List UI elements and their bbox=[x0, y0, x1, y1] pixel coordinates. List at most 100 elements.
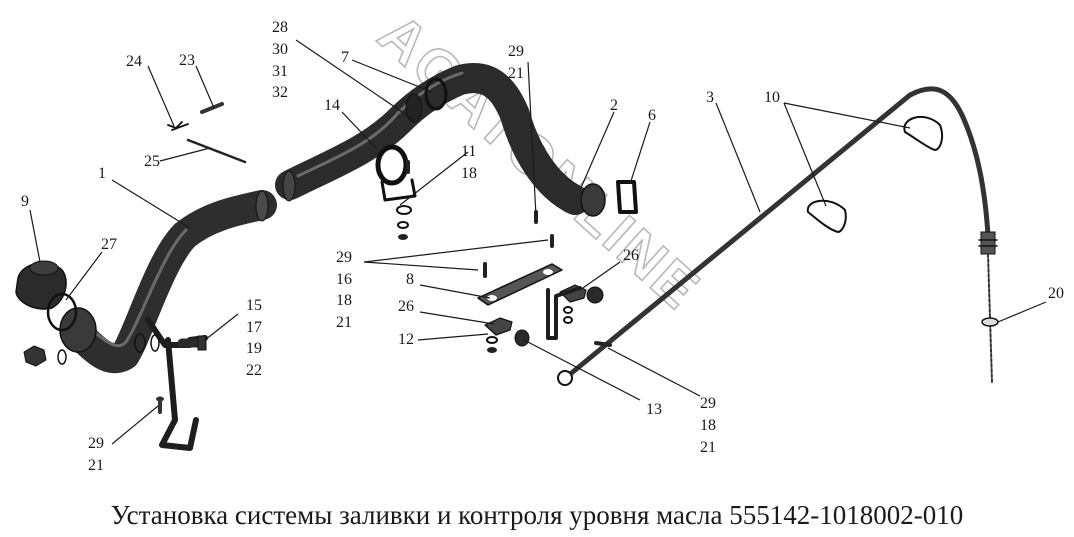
dipstick-tube-end bbox=[557, 370, 573, 386]
callout-29-lower-left: 29 bbox=[88, 435, 104, 452]
clamp-washer-2 bbox=[398, 234, 408, 240]
strap-part-25 bbox=[186, 138, 247, 164]
leader-24 bbox=[147, 65, 175, 127]
leader-29-mid-b bbox=[363, 239, 549, 263]
grommet-part-13 bbox=[514, 329, 530, 347]
callout-12: 12 bbox=[398, 331, 414, 348]
plate-part-8 bbox=[477, 263, 563, 306]
callout-20: 20 bbox=[1048, 285, 1064, 302]
leader-26-right bbox=[579, 261, 621, 291]
tube-clip-part-10-upper bbox=[903, 115, 944, 151]
dipstick-washer-part-20 bbox=[981, 317, 999, 327]
callout-16: 16 bbox=[336, 271, 352, 288]
plate-hole-1 bbox=[487, 295, 497, 301]
leader-13 bbox=[523, 339, 641, 401]
leader-lines bbox=[29, 39, 1047, 445]
callout-28: 28 bbox=[272, 19, 288, 36]
gasket-part-6 bbox=[616, 180, 638, 214]
pin-part-23 bbox=[200, 102, 224, 114]
clamp-washer-1 bbox=[397, 221, 409, 229]
callout-21-mid: 21 bbox=[336, 314, 352, 331]
leader-7 bbox=[351, 59, 433, 93]
pipe-clamp-part-11 bbox=[375, 144, 409, 186]
leader-2 bbox=[579, 111, 615, 191]
leader-9 bbox=[29, 209, 41, 263]
leader-15 bbox=[204, 313, 239, 341]
washer-12-a bbox=[486, 336, 498, 344]
leader-14 bbox=[341, 111, 379, 151]
callout-18-mid: 18 bbox=[336, 292, 352, 309]
elbow-outlet-part-2 bbox=[580, 183, 606, 217]
callout-29-lower-right: 29 bbox=[700, 395, 716, 412]
callout-9: 9 bbox=[21, 193, 29, 210]
callout-21-top: 21 bbox=[508, 65, 524, 82]
leader-29-mid-a bbox=[363, 261, 479, 271]
grommet-upper bbox=[586, 286, 604, 304]
clip-part-26-left bbox=[484, 317, 513, 336]
callout-24: 24 bbox=[126, 53, 142, 70]
callout-18-top: 18 bbox=[461, 165, 477, 182]
callout-1: 1 bbox=[98, 165, 106, 182]
bolt-29-lower-head bbox=[156, 396, 164, 402]
bolt-15-head bbox=[197, 335, 207, 351]
plate-hole-2 bbox=[543, 269, 553, 275]
leader-29-lower-right bbox=[607, 347, 701, 397]
leader-3 bbox=[715, 102, 761, 213]
clip-part-24 bbox=[167, 121, 189, 131]
tube-fitting bbox=[980, 231, 996, 255]
washer-mid-a bbox=[563, 306, 573, 314]
callout-2: 2 bbox=[610, 97, 618, 114]
filler-pipe-part-1 bbox=[65, 190, 277, 374]
nut bbox=[23, 345, 47, 367]
filler-cap-knob bbox=[29, 260, 59, 276]
callout-30: 30 bbox=[272, 41, 288, 58]
callout-17: 17 bbox=[246, 319, 262, 336]
callout-19: 19 bbox=[246, 340, 262, 357]
callout-22: 22 bbox=[246, 362, 262, 379]
bracket-gasket bbox=[134, 333, 146, 353]
callout-11: 11 bbox=[461, 143, 476, 160]
bracket-washer bbox=[150, 334, 160, 352]
callout-18-lower-right: 18 bbox=[700, 417, 716, 434]
callout-29-mid: 29 bbox=[336, 249, 352, 266]
callout-25: 25 bbox=[144, 153, 160, 170]
seal-ring-part-27 bbox=[46, 292, 78, 332]
dipstick-bolt bbox=[594, 341, 612, 347]
callout-27: 27 bbox=[101, 236, 117, 253]
hose-clamp-part-7 bbox=[424, 77, 448, 111]
leader-27 bbox=[65, 251, 103, 301]
pipe-clamp-bracket bbox=[380, 178, 417, 202]
callout-29-top: 29 bbox=[508, 43, 524, 60]
callout-14: 14 bbox=[324, 97, 340, 114]
filler-pipe-end bbox=[255, 190, 269, 222]
parts bbox=[15, 63, 999, 451]
tube-fitting-nut bbox=[978, 239, 998, 247]
leader-25 bbox=[159, 147, 211, 162]
dipstick-tube-part-3 bbox=[560, 86, 991, 383]
callout-7: 7 bbox=[341, 49, 349, 66]
callout-21-lower-right: 21 bbox=[700, 439, 716, 456]
hose-clamp-28 bbox=[405, 93, 423, 123]
upper-hose-highlight bbox=[296, 71, 464, 178]
callouts: 1 9 27 24 23 25 28 30 31 32 7 14 11 18 2… bbox=[21, 19, 1064, 474]
washer-mid-b bbox=[563, 316, 573, 324]
leader-8 bbox=[419, 284, 491, 299]
callout-13: 13 bbox=[646, 401, 662, 418]
callout-15: 15 bbox=[246, 297, 262, 314]
leader-10b bbox=[783, 102, 827, 207]
callout-10: 10 bbox=[764, 89, 780, 106]
callout-26-left: 26 bbox=[398, 298, 414, 315]
callout-23: 23 bbox=[179, 52, 195, 69]
leader-12 bbox=[417, 333, 489, 341]
callout-6: 6 bbox=[648, 107, 656, 124]
filler-pipe-highlight bbox=[90, 228, 188, 348]
callout-8: 8 bbox=[406, 271, 414, 288]
callout-31: 31 bbox=[272, 63, 288, 80]
callout-3: 3 bbox=[706, 89, 714, 106]
upper-hose-part-14 bbox=[275, 63, 590, 215]
diagram-caption: Установка системы заливки и контроля уро… bbox=[111, 500, 963, 530]
leader-20 bbox=[997, 301, 1047, 323]
callout-21-lower-left: 21 bbox=[88, 457, 104, 474]
tube-clip-part-10-lower bbox=[806, 199, 847, 233]
